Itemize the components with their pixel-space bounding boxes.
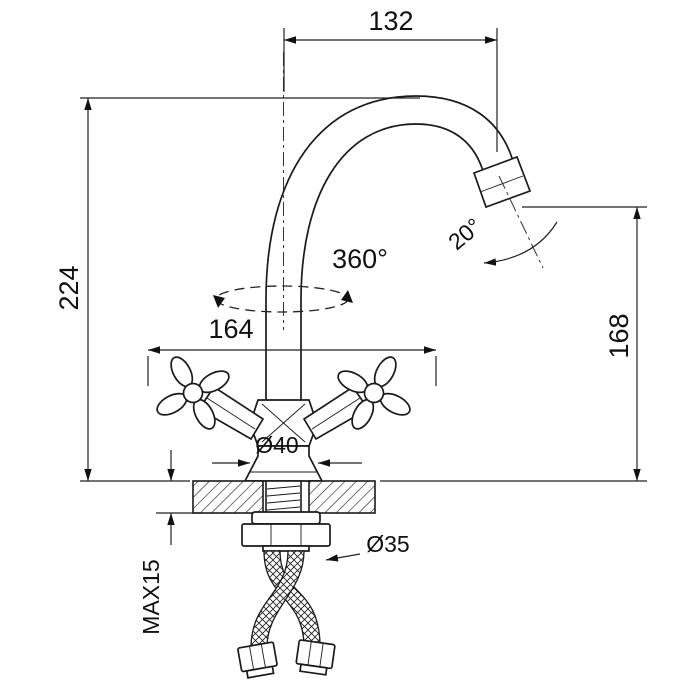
dimension-top-width: 132 bbox=[283, 6, 498, 152]
outlet-flow-centerline bbox=[498, 175, 544, 269]
handle-span-label: 164 bbox=[208, 314, 253, 344]
faucet-spout bbox=[265, 95, 519, 410]
rotation-arrow-icon bbox=[341, 290, 353, 303]
dimension-shank-diameter: Ø35 bbox=[325, 531, 410, 562]
outlet-angle-indicator: 20° bbox=[443, 213, 558, 266]
outlet-angle-label: 20° bbox=[443, 213, 486, 255]
base-diameter-label: Ø40 bbox=[255, 432, 298, 458]
dimension-handle-span: 164 bbox=[147, 314, 437, 386]
lock-nut bbox=[241, 511, 331, 552]
supply-hoses bbox=[250, 550, 321, 648]
overall-height-label: 224 bbox=[54, 265, 84, 310]
right-cross-handle bbox=[337, 356, 411, 430]
swivel-angle-label: 360° bbox=[332, 244, 388, 274]
countertop-section bbox=[192, 480, 376, 514]
dimension-base-diameter: Ø40 bbox=[212, 432, 362, 467]
top-width-label: 132 bbox=[368, 6, 413, 36]
hose-fitting-left bbox=[237, 641, 278, 679]
left-cross-handle bbox=[156, 356, 230, 430]
outlet-height-label: 168 bbox=[604, 313, 634, 358]
dimension-outlet-height: 168 bbox=[380, 206, 647, 482]
swivel-rotation-indicator: 360° bbox=[213, 244, 388, 313]
hose-fitting-right bbox=[295, 639, 336, 676]
max-thickness-label: MAX15 bbox=[138, 559, 164, 634]
dimension-overall-height: 224 bbox=[54, 97, 420, 482]
dimension-max-thickness: MAX15 bbox=[138, 450, 200, 635]
shank-diameter-label: Ø35 bbox=[366, 531, 409, 557]
rotation-arrow-icon bbox=[213, 295, 225, 308]
